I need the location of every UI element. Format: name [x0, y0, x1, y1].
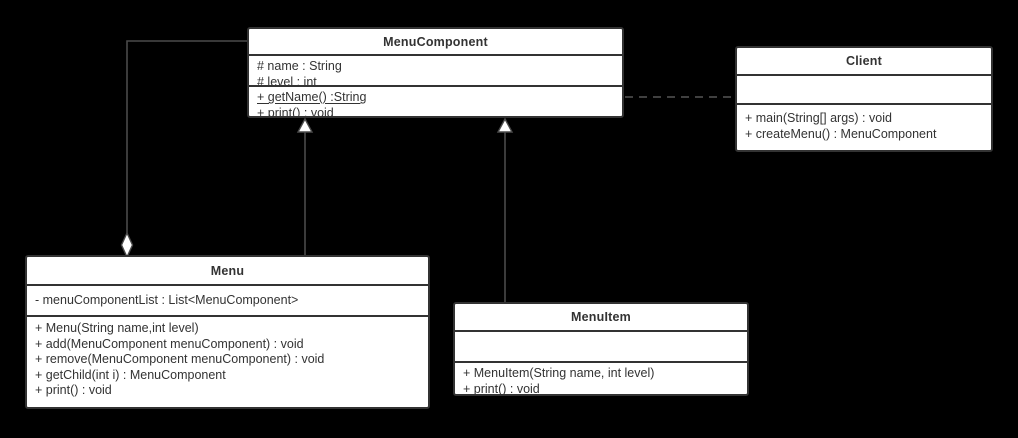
generalization-arrowhead [296, 117, 314, 133]
method-row: + getName() :String [257, 90, 367, 104]
class-box-client[interactable]: Client + main(String[] args) : void + cr… [735, 46, 993, 152]
method-row: + main(String[] args) : void [745, 111, 892, 125]
attributes-compartment: # name : String # level : int [249, 54, 622, 85]
class-box-menucomponent[interactable]: MenuComponent # name : String # level : … [247, 27, 624, 118]
attributes-compartment [737, 74, 991, 103]
class-name-menuitem: MenuItem [571, 310, 631, 324]
method-row: + print() : void [463, 381, 540, 395]
generalization-arrowhead [496, 117, 514, 133]
aggregation-edge-menu-menucomponent[interactable] [120, 40, 248, 259]
method-row: + createMenu() : MenuComponent [745, 126, 937, 141]
method-row: + MenuItem(String name, int level) [463, 366, 655, 380]
class-name-client: Client [846, 54, 882, 68]
class-box-menu[interactable]: Menu - menuComponentList : List<MenuComp… [25, 255, 430, 409]
methods-compartment: + MenuItem(String name, int level) + pri… [455, 361, 747, 394]
class-name-menucomponent: MenuComponent [383, 34, 488, 49]
aggregation-diamond [120, 231, 134, 259]
class-box-menuitem[interactable]: MenuItem + MenuItem(String name, int lev… [453, 302, 749, 396]
attribute-row: - menuComponentList : List<MenuComponent… [35, 293, 299, 307]
attributes-compartment [455, 330, 747, 361]
attribute-row: # name : String [257, 59, 342, 73]
class-name-menu: Menu [210, 263, 245, 278]
methods-compartment: + getName() :String + print() : void [249, 85, 622, 116]
method-row: + print() : void [257, 105, 334, 117]
attributes-compartment: - menuComponentList : List<MenuComponent… [27, 284, 428, 315]
generalization-edge-menuitem-menucomponent[interactable] [496, 117, 514, 302]
method-row: + remove(MenuComponent menuComponent) : … [35, 352, 325, 366]
methods-compartment: + Menu(String name,int level) + add(Menu… [27, 315, 428, 407]
methods-compartment: + main(String[] args) : void + createMen… [737, 103, 991, 150]
method-row: + Menu(String name,int level) [35, 321, 199, 335]
generalization-edge-menu-menucomponent[interactable] [296, 117, 314, 255]
method-row: + getChild(int i) : MenuComponent [35, 367, 226, 382]
attribute-row: # level : int [257, 74, 317, 86]
method-row: + add(MenuComponent menuComponent) : voi… [35, 336, 304, 351]
method-row: + print() : void [35, 383, 112, 397]
